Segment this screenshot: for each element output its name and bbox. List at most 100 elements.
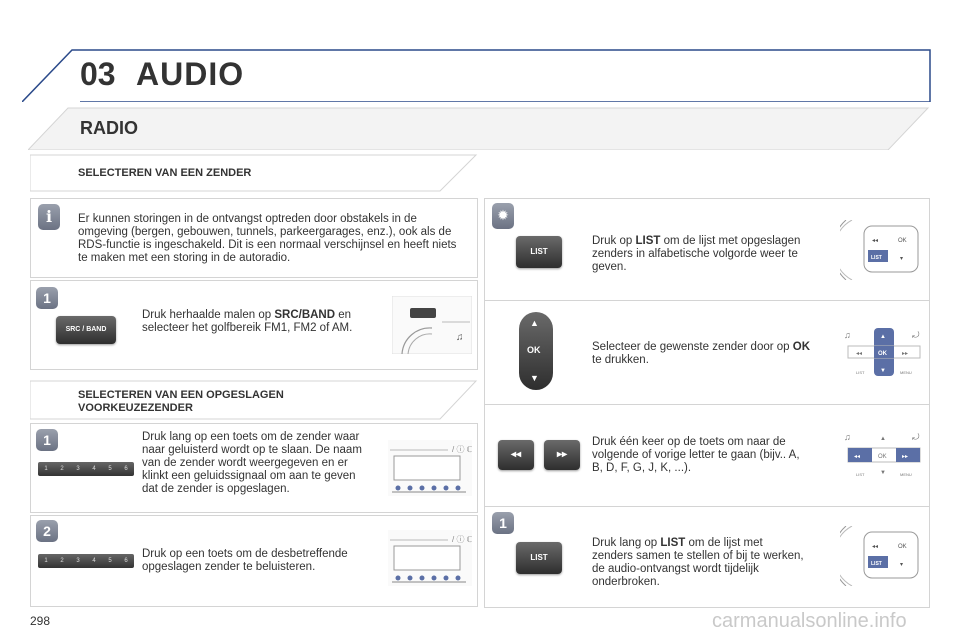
list-update-instruction: Druk lang op LIST om de lijst met zender… [592,537,804,589]
preset-radio-thumbnail: / ⓘ ℂ [388,440,472,496]
tip-light-icon: ✹ [492,203,514,229]
next-letter-button[interactable]: ▸▸ [544,440,580,470]
subsection-frame-select [30,154,478,192]
preset-key[interactable]: 1 [44,466,48,472]
preset-store-text: Druk lang op een toets om de zender waar… [142,431,362,495]
chapter-number: 03 [80,56,116,92]
svg-text:OK: OK [878,351,888,357]
svg-text:LIST: LIST [871,561,882,567]
svg-text:LIST: LIST [856,370,865,375]
preset-key[interactable]: 4 [92,558,96,564]
preset-key[interactable]: 6 [124,466,128,472]
srcband-text-post: en selecteer het golfbereik FM1, FM2 of … [142,309,353,334]
preset-key[interactable]: 5 [108,466,112,472]
right-panel [484,198,930,608]
subsection-title-preset-line1: SELECTEREN VAN EEN OPGESLAGEN [78,389,284,401]
row1-text-post: om de lijst met opgeslagen zenders in al… [592,235,801,273]
svg-text:OK: OK [878,454,887,460]
row1-text-bold: LIST [635,235,661,247]
steering-control-thumbnail-arrows: ♫ ⤾ ▲ ◂◂ OK ▸▸ ▼ LIST MENU [844,432,921,477]
svg-text:♫: ♫ [844,432,851,442]
srcband-text-bold: SRC/BAND [274,309,336,321]
svg-text:LIST: LIST [871,255,882,261]
step-badge: 1 [36,429,58,451]
svg-text:▸▸: ▸▸ [902,454,908,460]
preset-key[interactable]: 1 [44,558,48,564]
subsection-frame-preset [30,380,478,420]
svg-text:◂◂: ◂◂ [872,544,878,550]
svg-text:MENU: MENU [900,472,912,477]
info-icon: i [38,204,60,230]
list-button[interactable]: LIST [516,236,562,268]
down-arrow-icon[interactable]: ▼ [530,373,539,383]
svg-text:◂◂: ◂◂ [872,238,878,244]
step-badge: 1 [492,512,514,534]
ok-rocker[interactable] [519,312,553,390]
svg-text:/ ⓘ ℂ: / ⓘ ℂ [452,535,472,544]
svg-text:♫: ♫ [844,330,851,340]
row2-text-bold: OK [792,341,810,353]
svg-text:OK: OK [898,544,907,550]
list-button-long-press[interactable]: LIST [516,542,562,574]
preset-keys-store[interactable]: 1 2 3 4 5 6 [38,462,134,476]
steering-control-thumbnail-2: ◂◂ OK LIST ▾ [840,526,919,586]
step-badge: 2 [36,520,58,542]
srcband-button[interactable]: SRC / BAND [56,316,116,344]
step-badge: 1 [36,287,58,309]
row4-text-post: om de lijst met zenders samen te stellen… [592,537,804,588]
divider [484,506,930,507]
row4-text-pre: Druk lang op [592,537,661,549]
info-text: Er kunnen storingen in de ontvangst optr… [78,213,457,264]
preset-recall-text: Druk op een toets om de desbetreffende o… [142,548,348,573]
svg-text:LIST: LIST [856,472,865,477]
list-instruction: Druk op LIST om de lijst met opgeslagen … [592,235,802,274]
svg-text:▾: ▾ [900,562,903,568]
subsection-title-preset: SELECTEREN VAN EEN OPGESLAGEN VOORKEUZEZ… [78,389,284,415]
info-panel [30,198,478,278]
section-title: RADIO [80,118,138,138]
svg-text:▼: ▼ [880,368,886,374]
subsection-title-preset-line2: VOORKEUZEZENDER [78,402,193,414]
previous-letter-button[interactable]: ◂◂ [498,440,534,470]
steering-control-thumbnail: ◂◂ OK LIST ▾ [840,220,919,280]
svg-text:♫: ♫ [456,332,464,343]
chapter-title: AUDIO [136,56,245,92]
row2-text-post: te drukken. [592,354,649,366]
radio-unit-thumbnail: ♫ [392,296,472,354]
preset-key[interactable]: 2 [60,558,64,564]
ok-instruction: Selecteer de gewenste zender door op OK … [592,341,818,367]
svg-text:⤾: ⤾ [912,330,920,340]
page-number: 298 [30,614,51,628]
section-title-frame [28,107,930,150]
ok-button[interactable]: OK [527,345,541,355]
svg-text:/ ⓘ ℂ: / ⓘ ℂ [452,445,472,454]
svg-text:OK: OK [898,238,907,244]
preset-key[interactable]: 4 [92,466,96,472]
preset-key[interactable]: 3 [76,558,80,564]
srcband-instruction: Druk herhaalde malen op SRC/BAND en sele… [142,309,382,335]
preset-keys-recall[interactable]: 1 2 3 4 5 6 [38,554,134,568]
chapter-header-frame [22,49,931,102]
letter-skip-instruction: Druk één keer op de toets om naar de vol… [592,436,800,474]
preset-key[interactable]: 5 [108,558,112,564]
svg-text:◂◂: ◂◂ [854,454,860,460]
preset-key[interactable]: 2 [60,466,64,472]
svg-text:MENU: MENU [900,370,912,375]
svg-text:▼: ▼ [880,470,886,476]
preset-key[interactable]: 3 [76,466,80,472]
srcband-text-pre: Druk herhaalde malen op [142,309,275,321]
steering-control-thumbnail-ok: ♫ ⤾ OK ◂◂ ▸▸ ▲ ▼ LIST MENU [844,328,921,376]
preset-radio-thumbnail-2: / ⓘ ℂ [388,530,472,586]
svg-text:▾: ▾ [900,256,903,262]
svg-text:▲: ▲ [880,334,886,340]
svg-text:▲: ▲ [880,436,886,442]
preset-key[interactable]: 6 [124,558,128,564]
svg-text:⤾: ⤾ [912,432,920,442]
row2-text-pre: Selecteer de gewenste zender door op [592,341,793,353]
subsection-title-select: SELECTEREN VAN EEN ZENDER [78,167,252,179]
row4-text-bold: LIST [660,537,686,549]
divider [484,300,930,301]
up-arrow-icon[interactable]: ▲ [530,318,539,328]
divider [484,404,930,405]
svg-text:◂◂: ◂◂ [856,351,862,357]
